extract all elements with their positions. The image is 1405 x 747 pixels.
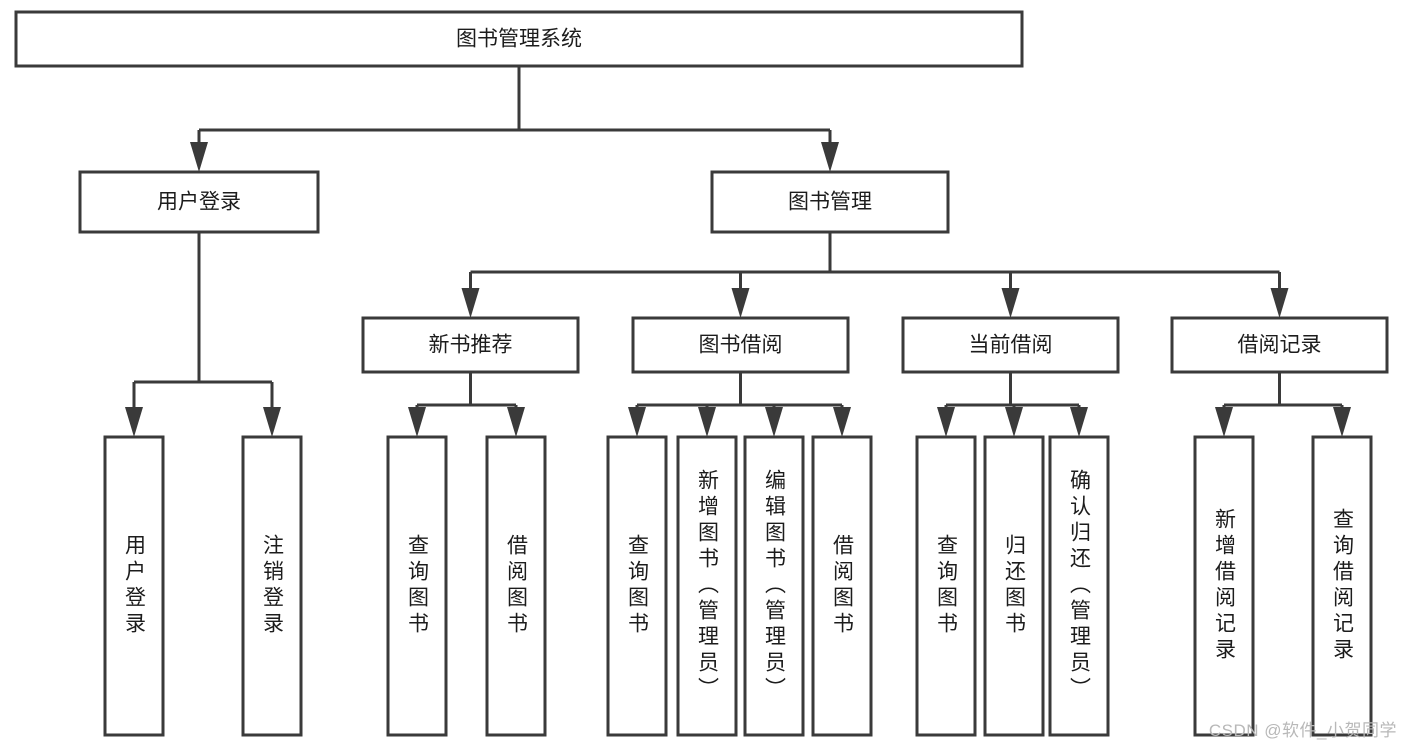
- node-book-borrow[interactable]: [631, 316, 850, 374]
- arrow-borrow-record-to-leaf-query-record-head: [1333, 407, 1351, 437]
- node-label-title: 图书管理系统: [456, 28, 582, 51]
- connector-layer: [125, 66, 1351, 437]
- node-leaf-return-book[interactable]: [983, 435, 1045, 737]
- node-book-manage[interactable]: [710, 170, 950, 234]
- box-layer: [14, 10, 1389, 737]
- node-leaf-query-book-1[interactable]: [386, 435, 448, 737]
- node-current-borrow[interactable]: [901, 316, 1120, 374]
- arrow-user-login-to-leaf-logout-head: [263, 407, 281, 437]
- arrow-bookmanage-to-new-book-rec-head: [461, 288, 480, 318]
- node-leaf-confirm-return[interactable]: [1048, 435, 1110, 737]
- node-leaf-borrow-book-2[interactable]: [811, 435, 873, 737]
- node-leaf-query-record[interactable]: [1311, 435, 1373, 737]
- arrow-current-borrow-to-leaf-query-book-3-head: [937, 407, 955, 437]
- arrow-book-borrow-to-leaf-add-book-head: [698, 407, 716, 437]
- arrow-book-borrow-to-leaf-borrow-book-2-head: [833, 407, 851, 437]
- node-leaf-query-book-3[interactable]: [915, 435, 977, 737]
- node-title[interactable]: [14, 10, 1024, 68]
- node-label-user-login: 用户登录: [157, 191, 241, 214]
- arrow-current-borrow-to-leaf-confirm-return-head: [1070, 407, 1088, 437]
- arrow-new-book-rec-to-leaf-borrow-book-1-head: [507, 407, 525, 437]
- node-user-login[interactable]: [78, 170, 320, 234]
- csdn-watermark: CSDN @软件_小贺同学: [1208, 721, 1397, 740]
- node-label-borrow-record: 借阅记录: [1238, 334, 1322, 357]
- node-leaf-add-record[interactable]: [1193, 435, 1255, 737]
- arrow-root-to-book-manage-head: [821, 142, 839, 172]
- node-leaf-user-login[interactable]: [103, 435, 165, 737]
- node-borrow-record[interactable]: [1170, 316, 1389, 374]
- node-leaf-query-book-2[interactable]: [606, 435, 668, 737]
- node-leaf-borrow-book-1[interactable]: [485, 435, 547, 737]
- arrow-root-to-user-login-head: [190, 142, 208, 172]
- node-label-book-borrow: 图书借阅: [699, 334, 783, 357]
- node-leaf-add-book[interactable]: [676, 435, 738, 737]
- node-new-book-rec[interactable]: [361, 316, 580, 374]
- arrow-bookmanage-to-current-borrow-head: [1001, 288, 1020, 318]
- node-leaf-logout[interactable]: [241, 435, 303, 737]
- arrow-book-borrow-to-leaf-query-book-2-head: [628, 407, 646, 437]
- node-label-book-manage: 图书管理: [788, 191, 872, 214]
- arrow-current-borrow-to-leaf-return-book-head: [1005, 407, 1023, 437]
- arrow-bookmanage-to-borrow-record-head: [1270, 288, 1289, 318]
- arrow-borrow-record-to-leaf-add-record-head: [1215, 407, 1233, 437]
- arrow-new-book-rec-to-leaf-query-book-1-head: [408, 407, 426, 437]
- arrow-book-borrow-to-leaf-edit-book-head: [765, 407, 783, 437]
- arrow-user-login-to-leaf-user-login-head: [125, 407, 143, 437]
- arrow-bookmanage-to-book-borrow-head: [731, 288, 750, 318]
- node-leaf-edit-book[interactable]: [743, 435, 805, 737]
- node-label-current-borrow: 当前借阅: [969, 334, 1053, 357]
- node-label-new-book-rec: 新书推荐: [429, 334, 513, 357]
